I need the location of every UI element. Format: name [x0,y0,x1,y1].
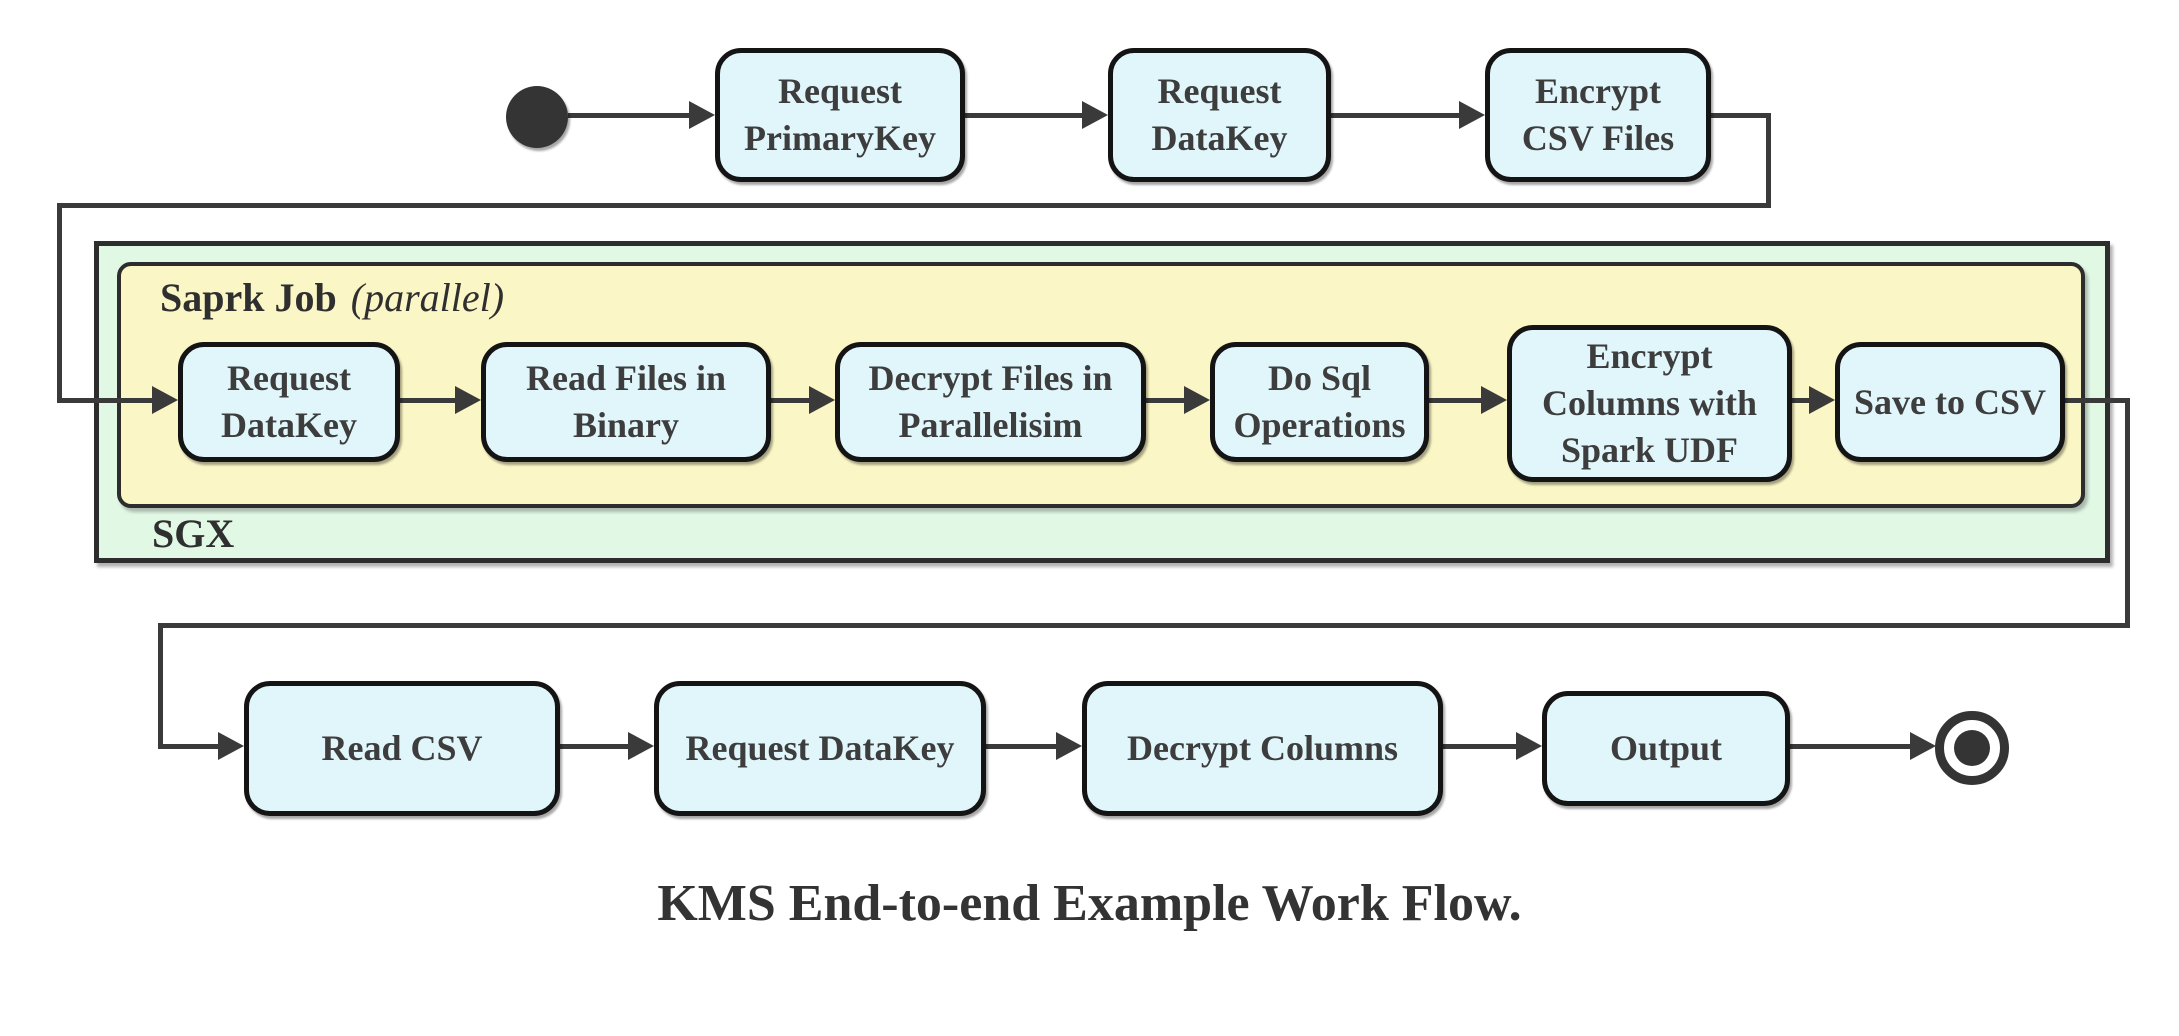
edge-save-csv-to-read-csv-segment [158,623,2130,628]
edge-start-to-request-primarykey [568,113,691,118]
edge-encrypt-csv-to-sgx-segment [57,203,1771,208]
arrowhead-icon [1481,386,1507,414]
arrowhead-icon [1910,732,1936,760]
arrowhead-icon [152,386,178,414]
node-read-files-in-binary: Read Files in Binary [481,342,771,462]
edge-save-csv-to-read-csv-segment [2065,398,2130,403]
arrowhead-icon [809,386,835,414]
edge-save-csv-to-read-csv-segment [158,744,220,749]
arrowhead-icon [455,386,481,414]
node-output: Output [1542,691,1790,806]
edge-encrypt-columns-to-save-csv [1792,398,1811,403]
node-read-csv: Read CSV [244,681,560,816]
spark-job-label-text: Saprk Job [160,275,337,320]
node-decrypt-columns: Decrypt Columns [1082,681,1443,816]
arrowhead-icon [628,732,654,760]
edge-request-primarykey-to-request-datakey [965,113,1089,118]
spark-job-label: Saprk Job (parallel) [160,274,504,321]
node-request-datakey-top: Request DataKey [1108,48,1331,182]
sgx-label: SGX [152,511,235,556]
edge-request-datakey-to-encrypt-csv-files [1331,113,1461,118]
node-encrypt-csv-files: Encrypt CSV Files [1485,48,1711,182]
arrowhead-icon [1184,386,1210,414]
diagram-caption: KMS End-to-end Example Work Flow. [657,875,1522,932]
edge-encrypt-csv-to-sgx-segment [1711,113,1771,118]
edge-encrypt-csv-to-sgx-segment [1766,113,1771,208]
spark-job-annotation: (parallel) [350,275,505,320]
edge-do-sql-to-encrypt-columns [1429,398,1483,403]
arrowhead-icon [1459,101,1485,129]
edge-read-csv-to-request-datakey [560,744,630,749]
edge-encrypt-csv-to-sgx-segment [57,203,62,403]
node-encrypt-columns-with-spark-udf: Encrypt Columns with Spark UDF [1507,325,1792,482]
edge-save-csv-to-read-csv-segment [158,623,163,748]
node-save-to-csv: Save to CSV [1835,342,2065,462]
edge-output-to-end [1790,744,1912,749]
end-state-inner-dot [1954,730,1990,766]
node-decrypt-files-in-parallelisim: Decrypt Files in Parallelisim [835,342,1146,462]
node-request-primarykey: Request PrimaryKey [715,48,965,182]
node-request-datakey-sgx: Request DataKey [178,342,400,462]
arrowhead-icon [218,732,244,760]
edge-save-csv-to-read-csv-segment [2125,398,2130,628]
edge-request-datakey-to-decrypt-columns [986,744,1058,749]
edge-sgx-datakey-to-read-files [400,398,457,403]
edge-decrypt-columns-to-output [1443,744,1518,749]
arrowhead-icon [689,101,715,129]
arrowhead-icon [1516,732,1542,760]
edge-read-files-to-decrypt-files [771,398,811,403]
node-do-sql-operations: Do Sql Operations [1210,342,1429,462]
arrowhead-icon [1082,101,1108,129]
start-state-icon [506,86,568,148]
node-request-datakey-client: Request DataKey [654,681,986,816]
arrowhead-icon [1809,386,1835,414]
edge-encrypt-csv-to-sgx-segment [57,398,154,403]
edge-decrypt-files-to-do-sql [1146,398,1186,403]
arrowhead-icon [1056,732,1082,760]
